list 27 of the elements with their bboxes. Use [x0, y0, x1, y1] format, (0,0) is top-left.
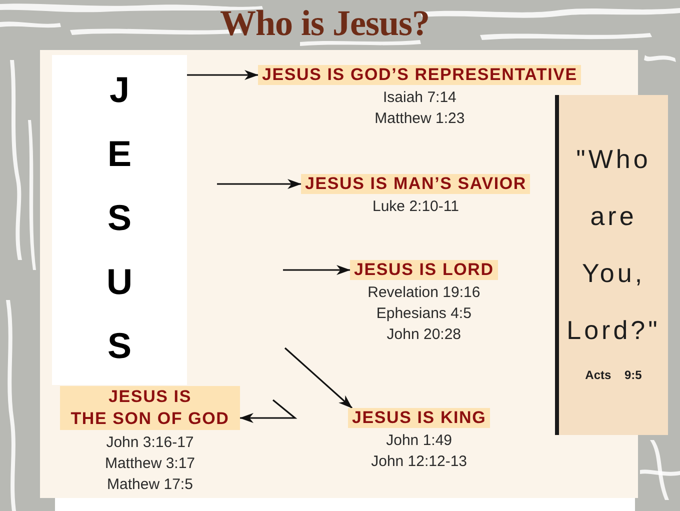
verse-reference: Acts 9:5	[585, 367, 642, 383]
arrow	[240, 399, 298, 423]
arrow	[283, 265, 350, 275]
highlighted-heading: JESUS IS LORD	[350, 260, 498, 280]
verse-reference: Ephesians 4:5	[376, 304, 472, 324]
verse-reference: Matthew 1:23	[374, 109, 465, 129]
verse-reference: Mathew 17:5	[107, 475, 193, 495]
quote-text: "Who are You, Lord?"	[566, 143, 662, 347]
highlighted-heading: JESUS IS MAN’S SAVIOR	[301, 174, 530, 194]
verse-reference: John 3:16-17	[106, 433, 194, 453]
arrow	[187, 70, 258, 80]
arrow	[284, 347, 353, 409]
highlighted-heading: JESUS IS GOD’S REPRESENTATIVE	[258, 65, 582, 85]
verse-reference: Luke 2:10-11	[372, 197, 459, 217]
vertical-name-text: JESUS	[106, 68, 134, 368]
verse-reference: John 1:49	[386, 431, 452, 451]
highlighted-heading: JESUS IS THE SON OF GOD	[60, 386, 240, 430]
name-column-box	[52, 55, 187, 385]
quote-panel	[555, 95, 668, 435]
diagram-title: Who is Jesus?	[220, 2, 430, 44]
verse-reference: Isaiah 7:14	[383, 88, 456, 108]
verse-reference: Matthew 3:17	[104, 454, 196, 474]
arrow	[217, 179, 302, 189]
highlighted-heading: JESUS IS KING	[348, 408, 490, 428]
verse-reference: Revelation 19:16	[368, 283, 480, 303]
verse-reference: John 20:28	[386, 325, 462, 345]
verse-reference: John 12:12-13	[371, 452, 468, 472]
